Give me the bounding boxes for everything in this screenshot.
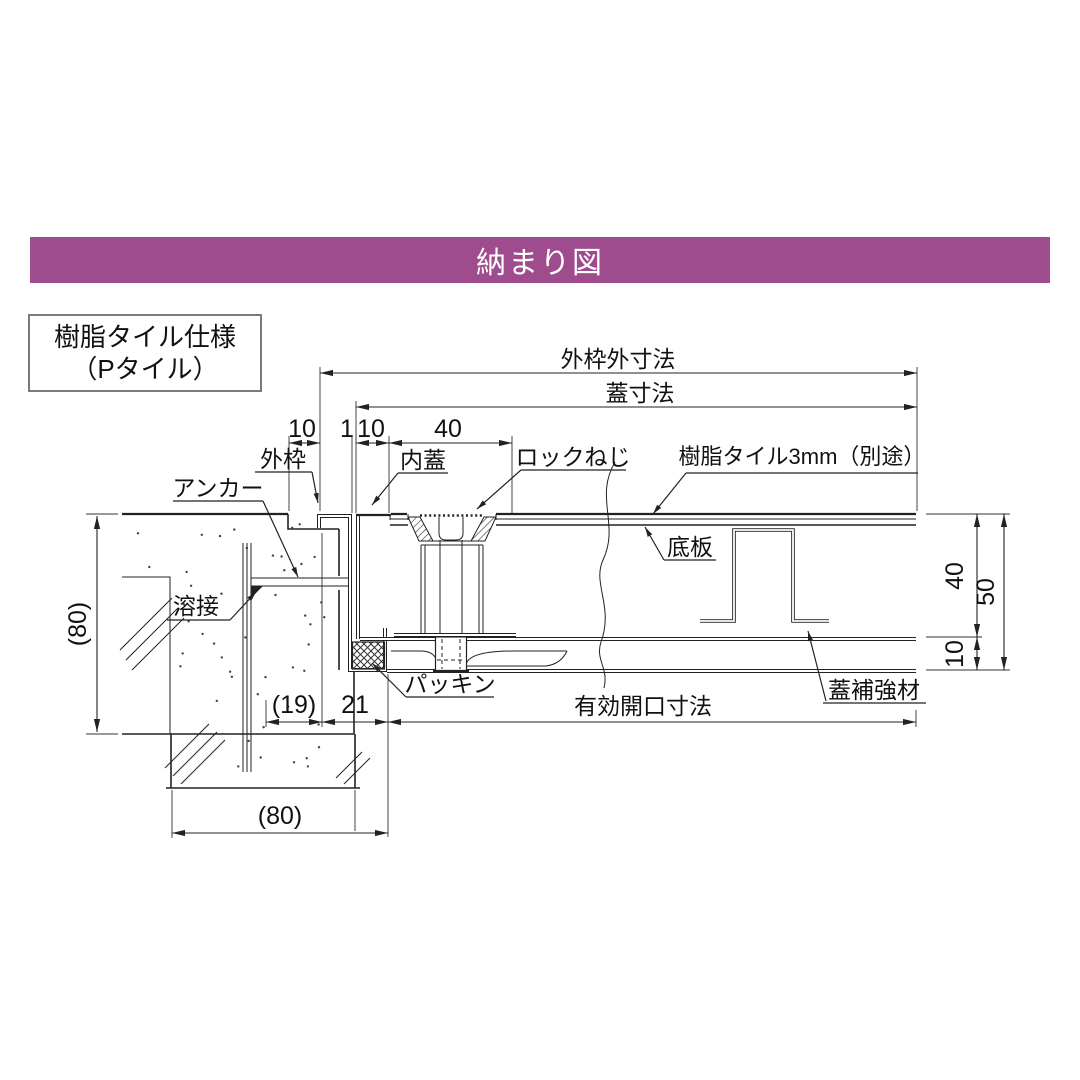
dim-50-right: 50 [972, 578, 1000, 606]
concrete-structure [119, 512, 371, 789]
title-banner: 納まり図 [30, 237, 1050, 283]
dim-10a: 10 [288, 415, 316, 443]
dim-21: 21 [341, 691, 369, 719]
spec-box: 樹脂タイル仕様 （Pタイル） [28, 314, 262, 392]
dim-10b: 10 [357, 415, 385, 443]
anchor-bar [242, 543, 348, 772]
dim-outer-frame-outer: 外枠外寸法 [561, 346, 676, 372]
lock-screw-assembly [391, 514, 568, 673]
part-labels: 外枠 内蓋 ロックねじ 樹脂タイル3mm（別途） 底板 アンカー 溶接 パッキン [167, 444, 926, 704]
spec-line-1: 樹脂タイル仕様 [53, 321, 236, 352]
dimension-lines [93, 369, 1008, 837]
break-hatch-marks [119, 597, 371, 785]
label-weld: 溶接 [173, 593, 219, 619]
label-lid-reinforcement: 蓋補強材 [828, 677, 920, 703]
extension-lines [86, 367, 1010, 838]
lid-reinforcement-profile [700, 528, 829, 623]
label-resin-tile: 樹脂タイル3mm（別途） [679, 444, 926, 469]
dim-10-right: 10 [941, 640, 969, 668]
dim-1: 1 [340, 415, 354, 443]
concrete-stipple [136, 523, 326, 768]
dim-lid-width: 蓋寸法 [606, 380, 675, 406]
label-lock-screw: ロックねじ [516, 444, 631, 470]
dim-effective-opening: 有効開口寸法 [574, 693, 712, 719]
page-title: 納まり図 [476, 247, 604, 280]
label-packing: パッキン [404, 671, 495, 697]
packing-gasket [351, 641, 386, 670]
label-inner-lid: 内蓋 [400, 447, 446, 473]
label-outer-frame: 外枠 [260, 446, 306, 472]
label-bottom-plate: 底板 [667, 534, 713, 560]
dim-40-right: 40 [941, 562, 969, 590]
spec-line-2: （Pタイル） [71, 354, 219, 384]
dim-80-bottom: (80) [258, 802, 302, 830]
break-line [599, 461, 616, 689]
dim-40-top: 40 [434, 415, 462, 443]
lock-screw-head [438, 517, 464, 541]
dim-80-left: (80) [64, 602, 92, 646]
dim-19: (19) [272, 691, 316, 719]
label-anchor: アンカー [172, 475, 263, 501]
